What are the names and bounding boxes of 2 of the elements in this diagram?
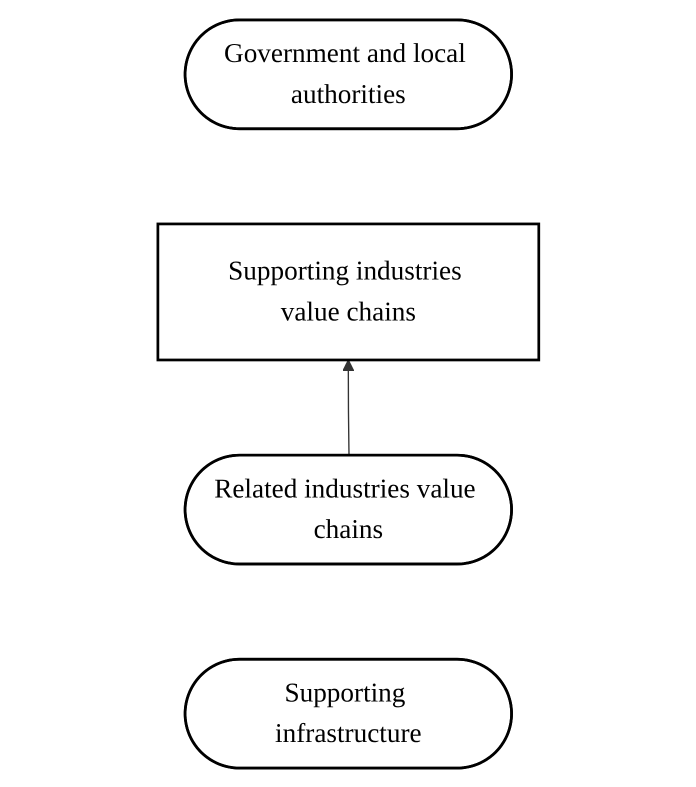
arrow (342, 358, 354, 456)
node-box: Supporting industries value chains (156, 222, 540, 361)
